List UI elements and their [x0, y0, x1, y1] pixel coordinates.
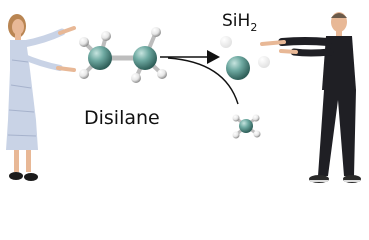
arrow-icon: [160, 50, 220, 64]
person-left: [6, 14, 76, 181]
hydrogen-atom: [220, 36, 232, 48]
silicon-atom: [133, 46, 157, 70]
sih2-molecule: [220, 36, 270, 80]
hydrogen-atom: [131, 73, 141, 83]
hydrogen-atom: [232, 131, 240, 139]
silicon-atom: [226, 56, 250, 80]
hydrogen-atom: [252, 114, 260, 122]
hydrogen-atom: [79, 69, 89, 79]
disilane-molecule: [79, 27, 167, 83]
silicon-atom: [88, 46, 112, 70]
silane-molecule: [232, 114, 261, 139]
hydrogen-atom: [232, 114, 240, 122]
person-right: [260, 12, 361, 183]
curved-arrow-icon: [167, 57, 239, 105]
diagram-canvas: Disilane SiH2: [6, 11, 361, 183]
hydrogen-atom: [101, 31, 111, 41]
hydrogen-atom: [258, 56, 270, 68]
hydrogen-atom: [151, 27, 161, 37]
silicon-atom: [239, 119, 253, 133]
disilane-label: Disilane: [84, 107, 160, 129]
sih2-label: SiH2: [222, 11, 257, 34]
hydrogen-atom: [79, 37, 89, 47]
hydrogen-atom: [157, 69, 167, 79]
hydrogen-atom: [253, 130, 261, 138]
